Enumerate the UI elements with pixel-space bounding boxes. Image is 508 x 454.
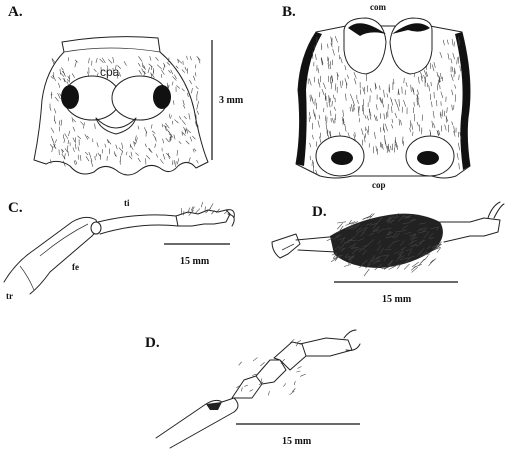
leg-c-tibia <box>97 214 179 235</box>
annotation-cpa: cpa <box>100 65 120 79</box>
leg-c-femur-groove <box>39 223 89 257</box>
scale-label-c: 15 mm <box>180 256 210 267</box>
sclerite-a-setae <box>49 55 201 167</box>
leg-d2-claws <box>343 329 361 351</box>
dark-spot-left <box>61 85 79 109</box>
panel-d-upper-label: D. <box>312 204 327 220</box>
panel-d-lower: D. 15 mm <box>145 329 361 449</box>
leg-c-claws <box>225 209 235 227</box>
lateral-band-left <box>296 32 322 166</box>
leg-c-femur <box>3 216 98 295</box>
annotation-cop: cop <box>372 180 386 190</box>
dark-spot-right <box>153 85 171 109</box>
sclerite-a-outline <box>33 36 209 176</box>
lateral-band-right <box>455 32 470 170</box>
scale-label-a: 3 mm <box>219 95 244 106</box>
annotation-ti: ti <box>124 198 130 208</box>
posterior-spot-right <box>417 151 439 165</box>
annotation-fe: fe <box>72 262 79 272</box>
leg-d1-base-detail <box>277 235 295 251</box>
panel-b: B. com cop <box>282 2 471 190</box>
leg-d2-joint <box>206 402 222 410</box>
coxal-cavity-lower-lobe <box>95 117 137 135</box>
leg-c-knee <box>90 221 102 235</box>
leg-d1-tarsus <box>439 217 501 243</box>
leg-c-tarsal-setae <box>181 201 229 216</box>
annotation-com: com <box>370 2 386 12</box>
leg-d1-claws <box>487 201 505 219</box>
leg-d1-setae <box>326 213 442 277</box>
leg-d1-tibia-hair-mass <box>330 213 443 268</box>
scale-label-d1: 15 mm <box>382 294 412 305</box>
leg-d1-base <box>271 233 301 259</box>
leg-d2-tibia <box>155 397 239 449</box>
leg-d2-tarsus <box>231 341 307 399</box>
panel-c: C. ti fe tr 15 mm <box>3 198 235 301</box>
posterior-spot-left <box>331 151 353 165</box>
panel-a: A. cpa 3 mm <box>8 4 244 176</box>
panel-d-lower-label: D. <box>145 335 160 351</box>
sclerite-b-striations <box>307 35 462 175</box>
leg-c-trochanter <box>19 265 35 291</box>
anterior-cavity-right <box>389 17 433 75</box>
leg-c-tarsus <box>175 209 231 227</box>
panel-b-label: B. <box>282 4 296 20</box>
anterior-spot-right <box>392 23 430 34</box>
sclerite-a-top-band <box>63 47 161 53</box>
anterior-spot-left <box>348 23 386 36</box>
annotation-tr: tr <box>6 291 13 301</box>
leg-d2-distal <box>299 337 353 357</box>
panel-a-label: A. <box>8 4 23 20</box>
panel-c-label: C. <box>8 200 23 216</box>
scale-label-d2: 15 mm <box>282 436 312 447</box>
leg-d2-setae <box>236 338 306 396</box>
panel-d-upper: D. 15 mm <box>271 201 505 305</box>
